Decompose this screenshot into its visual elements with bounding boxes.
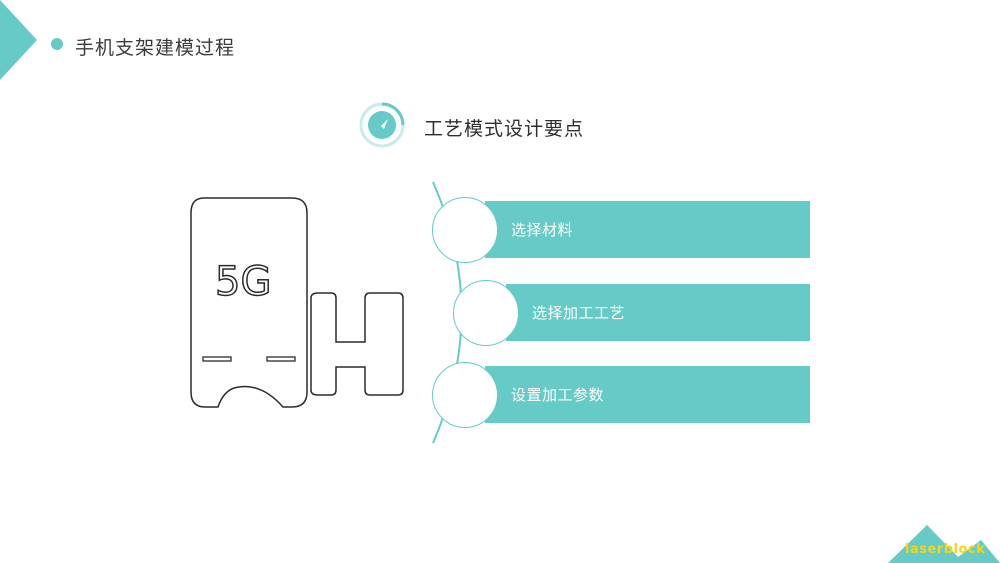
list-item-select-process[interactable]: 选择加工工艺 <box>506 284 810 341</box>
compass-arrow-icon <box>359 102 405 148</box>
item-label: 设置加工参数 <box>511 386 605 404</box>
page-title: 手机支架建模过程 <box>75 37 236 59</box>
item-circle-marker <box>432 362 498 428</box>
list-item-set-parameters[interactable]: 设置加工参数 <box>485 366 810 423</box>
item-circle-marker <box>453 280 519 346</box>
section-title: 工艺模式设计要点 <box>424 118 585 140</box>
header-bullet-dot <box>51 38 63 50</box>
item-label: 选择材料 <box>511 221 574 239</box>
brand-logo: laserblock <box>905 542 986 557</box>
list-item-select-material[interactable]: 选择材料 <box>485 201 810 258</box>
item-label: 选择加工工艺 <box>532 304 626 322</box>
corner-mountain-decoration <box>888 525 1000 563</box>
item-circle-marker <box>432 197 498 263</box>
corner-decoration <box>0 0 37 80</box>
stand-h-piece <box>310 292 404 396</box>
stand-5g-label: 5G <box>215 259 271 305</box>
phone-stand-illustration: 5G <box>190 197 404 408</box>
